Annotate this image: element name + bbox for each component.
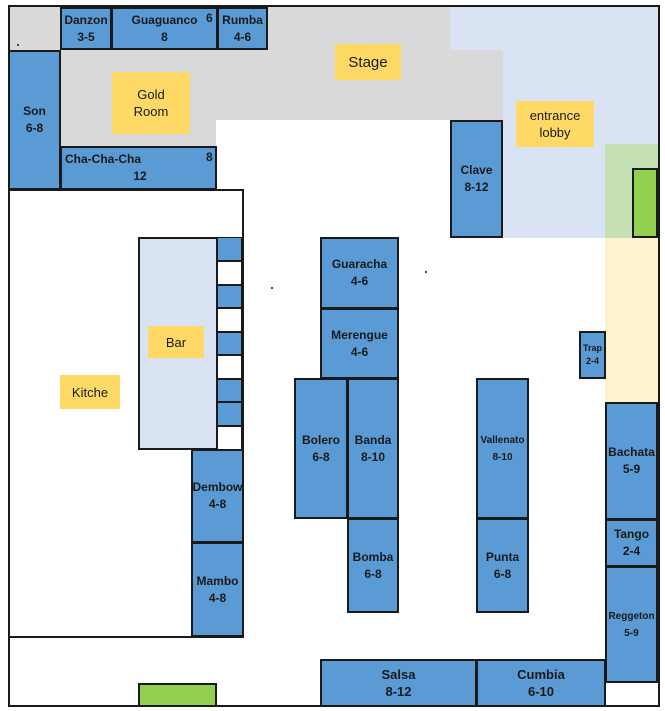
- top-left-grey-corner: [10, 7, 60, 50]
- entrance-lobby-label: entrance lobby: [516, 101, 594, 147]
- stray-dot: [425, 271, 427, 273]
- stage-label: Stage: [335, 44, 401, 80]
- bar-stool[interactable]: [217, 402, 242, 426]
- cha-cha-cha-cutoff-mark: 8: [206, 150, 213, 164]
- guaguanco-cutoff-mark: 6: [206, 11, 213, 25]
- bar-stool[interactable]: [217, 285, 242, 308]
- gold-room-label: Gold Room: [112, 72, 190, 134]
- cream-zone: [605, 238, 658, 402]
- bar-stool[interactable]: [217, 379, 242, 402]
- table-cha-cha-cha[interactable]: Cha-Cha-Cha 12: [60, 146, 217, 190]
- bar-stool-gap: [217, 355, 242, 379]
- kitchen-wall: [8, 189, 244, 638]
- bar-stool-gap: [217, 426, 242, 450]
- kitchen-label: Kitche: [60, 375, 120, 409]
- stray-dot: [17, 44, 19, 46]
- bar-stool[interactable]: [217, 332, 242, 355]
- entrance-door: [632, 168, 658, 238]
- bar-stool-gap: [217, 308, 242, 332]
- lobby-area: [450, 7, 658, 50]
- bar-stool-gap: [217, 261, 242, 285]
- bar-stool[interactable]: [217, 237, 242, 261]
- exit-door: [138, 683, 217, 707]
- stray-dot: [271, 287, 273, 289]
- bar-label: Bar: [148, 326, 204, 358]
